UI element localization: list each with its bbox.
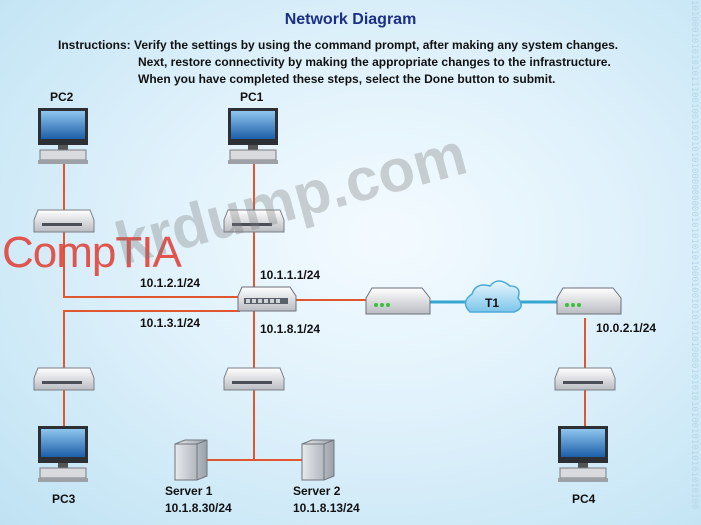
server-icon[interactable] — [301, 439, 335, 481]
computer-icon[interactable] — [38, 108, 88, 164]
computer-icon[interactable] — [228, 108, 278, 164]
server2-address: 10.1.8.13/24 — [293, 501, 360, 515]
server1-label: Server 1 — [165, 484, 213, 498]
server-icon[interactable] — [174, 439, 208, 481]
comptia-watermark: CompTIA — [2, 228, 182, 277]
server2-label: Server 2 — [293, 484, 341, 498]
switch-icon[interactable] — [223, 367, 285, 391]
link-pc2-router — [63, 160, 240, 298]
pc1-label: PC1 — [240, 90, 264, 104]
pc4-label: PC4 — [572, 492, 596, 506]
pc2-link-address: 10.1.2.1/24 — [140, 276, 201, 290]
instruction-line-3: When you have completed these steps, sel… — [138, 72, 556, 86]
modem-icon[interactable] — [556, 287, 622, 315]
pc1-link-address: 10.1.1.1/24 — [260, 268, 321, 282]
router-icon[interactable] — [237, 286, 297, 312]
pc3-link-address: 10.1.3.1/24 — [140, 316, 201, 330]
lan-links — [63, 160, 586, 461]
page-title: Network Diagram — [284, 11, 417, 28]
link-pc3-router — [63, 310, 240, 460]
computer-icon[interactable] — [38, 426, 88, 482]
computer-icon[interactable] — [558, 426, 608, 482]
pc2-label: PC2 — [50, 90, 74, 104]
remote-link-address: 10.0.2.1/24 — [596, 321, 657, 335]
switch-icon[interactable] — [554, 367, 616, 391]
instruction-line-2: Next, restore connectivity by making the… — [138, 55, 611, 69]
switch-icon[interactable] — [33, 209, 95, 233]
binary-decoration: 1010001010101011100100101010101000000000… — [689, 0, 699, 510]
cloud-icon — [464, 280, 522, 313]
pc3-label: PC3 — [52, 492, 76, 506]
switch-icon[interactable] — [223, 209, 285, 233]
server1-address: 10.1.8.30/24 — [165, 501, 232, 515]
cloud-label: T1 — [485, 296, 500, 310]
server-link-address: 10.1.8.1/24 — [260, 322, 321, 336]
modem-icon[interactable] — [365, 287, 431, 315]
instruction-line-1: Instructions: Verify the settings by usi… — [58, 38, 619, 52]
switch-icon[interactable] — [33, 367, 95, 391]
